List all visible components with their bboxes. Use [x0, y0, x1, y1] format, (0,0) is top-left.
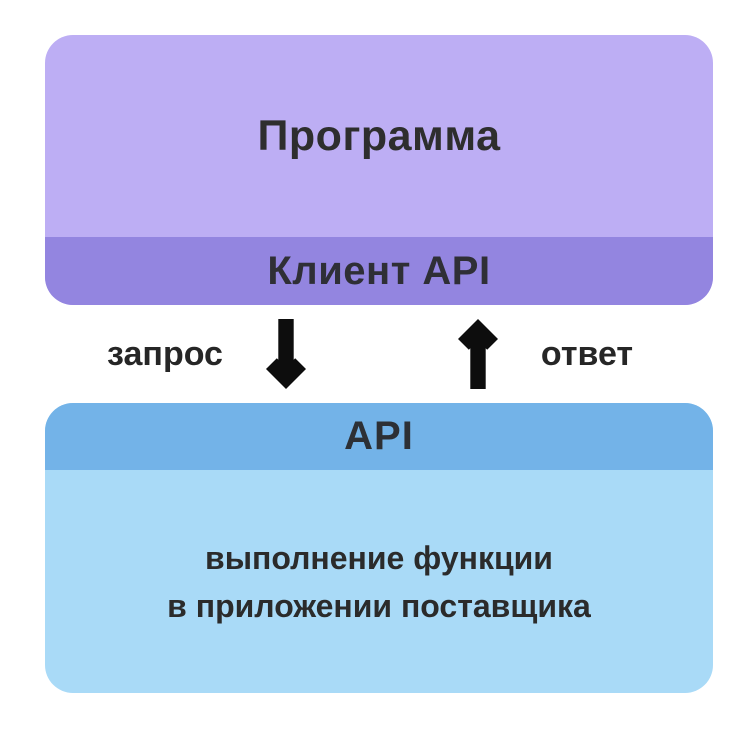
- arrow-down-icon: [264, 319, 308, 389]
- arrow-up-icon: [456, 319, 500, 389]
- api-body-line-1: выполнение функции: [205, 539, 553, 576]
- api-box: API выполнение функции в приложении пост…: [45, 403, 713, 693]
- flow-row: запрос ответ: [45, 305, 713, 403]
- api-header: API: [45, 403, 713, 470]
- program-box-main: Программа: [45, 35, 713, 237]
- response-label: ответ: [540, 334, 634, 373]
- api-title: API: [344, 414, 414, 458]
- client-api-strip: Клиент API: [45, 237, 713, 305]
- api-body: выполнение функции в приложении поставщи…: [45, 470, 713, 693]
- program-title: Программа: [257, 111, 501, 160]
- client-api-label: Клиент API: [267, 248, 491, 293]
- api-body-line-2: в приложении поставщика: [167, 587, 591, 624]
- request-label: запрос: [107, 334, 223, 373]
- program-box: Программа Клиент API: [45, 35, 713, 305]
